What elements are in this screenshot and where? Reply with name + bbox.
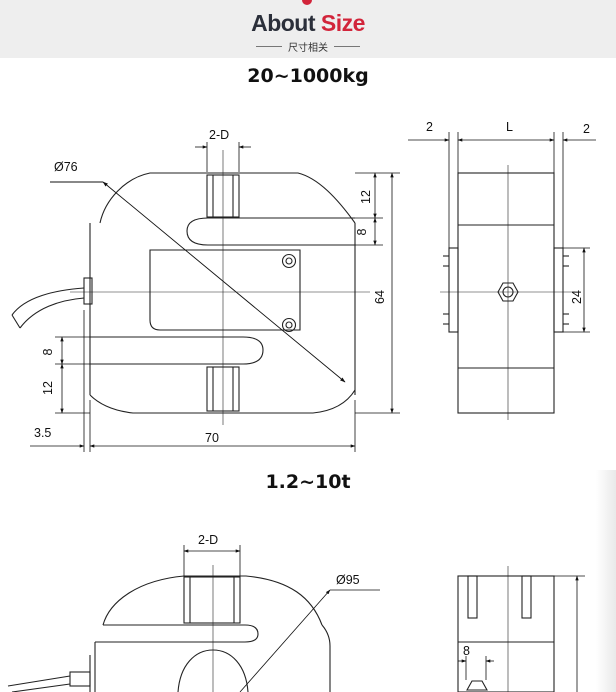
side-body	[457, 172, 555, 414]
dimensions-side-large	[458, 575, 585, 692]
subtitle-rule-right	[334, 45, 360, 47]
dim-label-top-8: 8	[355, 228, 369, 235]
range-title-small: 20~1000kg	[247, 65, 369, 87]
dim-label-left-12: 12	[41, 381, 55, 395]
header-band	[0, 0, 616, 58]
subtitle-text: 尺寸相关	[288, 42, 328, 54]
diameter-line	[50, 181, 346, 383]
dim-label-width-70: 70	[205, 431, 219, 445]
dim-label-left-8: 8	[41, 348, 55, 355]
dim-label-height-64: 64	[373, 290, 387, 304]
front-view-small	[11, 142, 400, 452]
dim-label-diameter-large: Ø95	[336, 573, 360, 587]
dim-label-side-right-2: 2	[583, 122, 590, 136]
s-beam-body	[89, 172, 356, 414]
large-top-arc	[102, 575, 323, 626]
side-thread-right	[553, 247, 564, 333]
dimensions-side-small	[408, 132, 596, 333]
dim-label-hole-small: 2-D	[209, 128, 229, 142]
dim-label-diameter-small: Ø76	[54, 160, 78, 174]
side-thread-left	[448, 247, 459, 333]
front-view-large	[7, 545, 380, 692]
side-view-small	[408, 132, 596, 420]
large-side-nut	[466, 680, 488, 691]
header-subtitle: 尺寸相关	[254, 39, 362, 54]
dim-label-thread-24: 24	[570, 290, 584, 304]
dim-label-side-left-2: 2	[426, 120, 433, 134]
header-accent-tab	[302, 0, 312, 5]
dimensions-front-large	[183, 545, 380, 692]
dim-label-cable-3-5: 3.5	[34, 426, 51, 440]
screw-head-upper	[281, 253, 297, 269]
large-cable	[7, 671, 91, 692]
dim-label-side-length: L	[506, 120, 513, 134]
dim-label-side-large-8: 8	[463, 644, 470, 658]
large-mounting-hole	[183, 576, 241, 624]
subtitle-rule-left	[256, 45, 282, 47]
header-title-about: About	[251, 10, 315, 36]
header-title-size: Size	[320, 10, 366, 36]
dim-label-hole-large: 2-D	[198, 533, 218, 547]
side-center-lines	[440, 165, 575, 420]
side-view-large	[457, 566, 585, 692]
dim-label-top-12: 12	[359, 190, 373, 204]
dimensions-front-small	[30, 142, 400, 452]
header-title: About Size	[0, 10, 616, 37]
range-title-large: 1.2~10t	[265, 471, 351, 493]
edge-shadow	[596, 470, 616, 692]
center-lines	[70, 150, 370, 425]
cable-gland	[11, 277, 93, 329]
